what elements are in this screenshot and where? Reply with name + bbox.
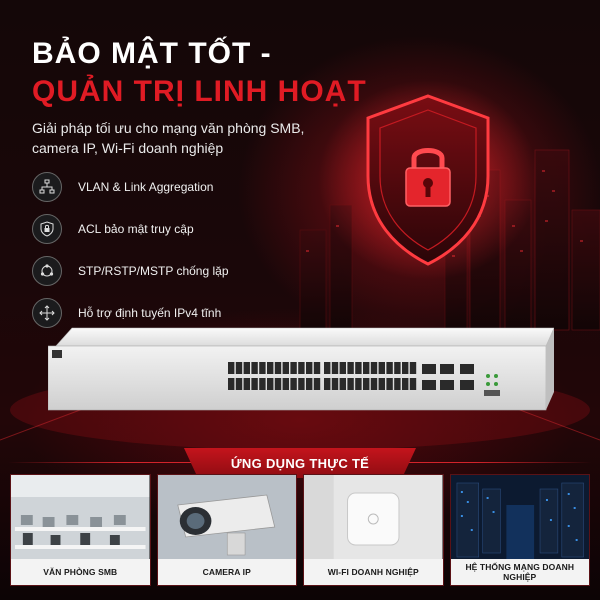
rj45-port xyxy=(339,362,346,374)
rj45-port xyxy=(355,362,362,374)
rj45-port xyxy=(228,378,235,390)
rj45-port xyxy=(331,378,339,390)
feature-item: Hỗ trợ định tuyến IPv4 tĩnh xyxy=(32,292,229,334)
rj45-port xyxy=(386,378,393,390)
rj45-port xyxy=(324,378,331,390)
rj45-port xyxy=(243,378,250,390)
move-arrows-icon xyxy=(32,298,62,328)
application-card-datacenter: HỆ THỐNG MẠNG DOANH NGHIỆP xyxy=(449,474,590,586)
rj45-port xyxy=(355,378,362,390)
headline-line-1: BẢO MẬT TỐT - xyxy=(32,37,272,70)
rj45-port xyxy=(259,378,266,390)
lock-shield-icon xyxy=(32,214,62,244)
rj45-port xyxy=(313,362,321,374)
rj45-port xyxy=(386,362,393,374)
feature-label: ACL bảo mật truy cập xyxy=(78,222,194,236)
rj45-port xyxy=(378,378,385,390)
rj45-port xyxy=(282,378,289,390)
rj45-port xyxy=(409,378,417,390)
application-card-wifi: WI-FI DOANH NGHIỆP xyxy=(303,474,444,586)
application-label: CAMERA IP xyxy=(157,559,296,585)
application-label: WI-FI DOANH NGHIỆP xyxy=(304,559,443,585)
application-label: HỆ THỐNG MẠNG DOANH NGHIỆP xyxy=(450,559,589,585)
rj45-port xyxy=(363,362,370,374)
feature-label: Hỗ trợ định tuyến IPv4 tĩnh xyxy=(78,306,222,320)
wifi-access-point-photo xyxy=(304,475,443,561)
feature-label: VLAN & Link Aggregation xyxy=(78,180,214,194)
headline: BẢO MẬT TỐT - QUẢN TRỊ LINH HOẠT xyxy=(32,36,367,112)
office-photo xyxy=(11,475,150,561)
loop-nodes-icon xyxy=(32,256,62,286)
rj45-port xyxy=(251,378,258,390)
rj45-port xyxy=(370,362,378,374)
camera-photo xyxy=(157,475,296,561)
feature-item: STP/RSTP/MSTP chống lặp xyxy=(32,250,229,292)
rj45-port xyxy=(370,378,378,390)
rj45-port xyxy=(298,362,305,374)
application-card-camera: CAMERA IP xyxy=(156,474,297,586)
rj45-port xyxy=(378,362,385,374)
rj45-port xyxy=(282,362,289,374)
rj45-port xyxy=(259,362,266,374)
rj45-port xyxy=(313,378,321,390)
rj45-port xyxy=(235,362,243,374)
network-switch-image xyxy=(48,327,554,411)
feature-item: VLAN & Link Aggregation xyxy=(32,166,229,208)
rj45-port xyxy=(347,362,354,374)
feature-item: ACL bảo mật truy cập xyxy=(32,208,229,250)
rj45-port xyxy=(331,362,339,374)
rj45-port xyxy=(347,378,354,390)
rj45-port xyxy=(290,362,297,374)
feature-list: VLAN & Link Aggregation ACL bảo mật truy… xyxy=(32,166,229,334)
applications-title: ỨNG DỤNG THỰC TẾ xyxy=(184,448,416,478)
rj45-port xyxy=(402,378,409,390)
network-topology-icon xyxy=(32,172,62,202)
rj45-port xyxy=(235,378,243,390)
rj45-port xyxy=(274,378,282,390)
application-label: VĂN PHÒNG SMB xyxy=(11,559,150,585)
rj45-port xyxy=(243,362,250,374)
rj45-port xyxy=(339,378,346,390)
rj45-port xyxy=(251,362,258,374)
rj45-port xyxy=(363,378,370,390)
rj45-port xyxy=(394,378,401,390)
rj45-port xyxy=(394,362,401,374)
feature-label: STP/RSTP/MSTP chống lặp xyxy=(78,264,229,278)
rj45-port xyxy=(306,362,313,374)
rj45-port xyxy=(298,378,305,390)
datacenter-photo xyxy=(450,475,589,561)
rj45-port xyxy=(267,378,274,390)
rj45-port xyxy=(324,362,331,374)
rj45-port xyxy=(290,378,297,390)
application-card-office: VĂN PHÒNG SMB xyxy=(10,474,151,586)
headline-line-2: QUẢN TRỊ LINH HOẠT xyxy=(32,75,367,108)
rj45-port xyxy=(228,362,235,374)
rj45-port xyxy=(267,362,274,374)
application-cards: VĂN PHÒNG SMB CAMERA IP WI-FI DOANH NGHI… xyxy=(10,474,590,586)
subtitle: Giải pháp tối ưu cho mạng văn phòng SMB,… xyxy=(32,120,305,156)
rj45-port xyxy=(306,378,313,390)
rj45-port xyxy=(409,362,417,374)
rj45-port xyxy=(274,362,282,374)
rj45-port xyxy=(402,362,409,374)
